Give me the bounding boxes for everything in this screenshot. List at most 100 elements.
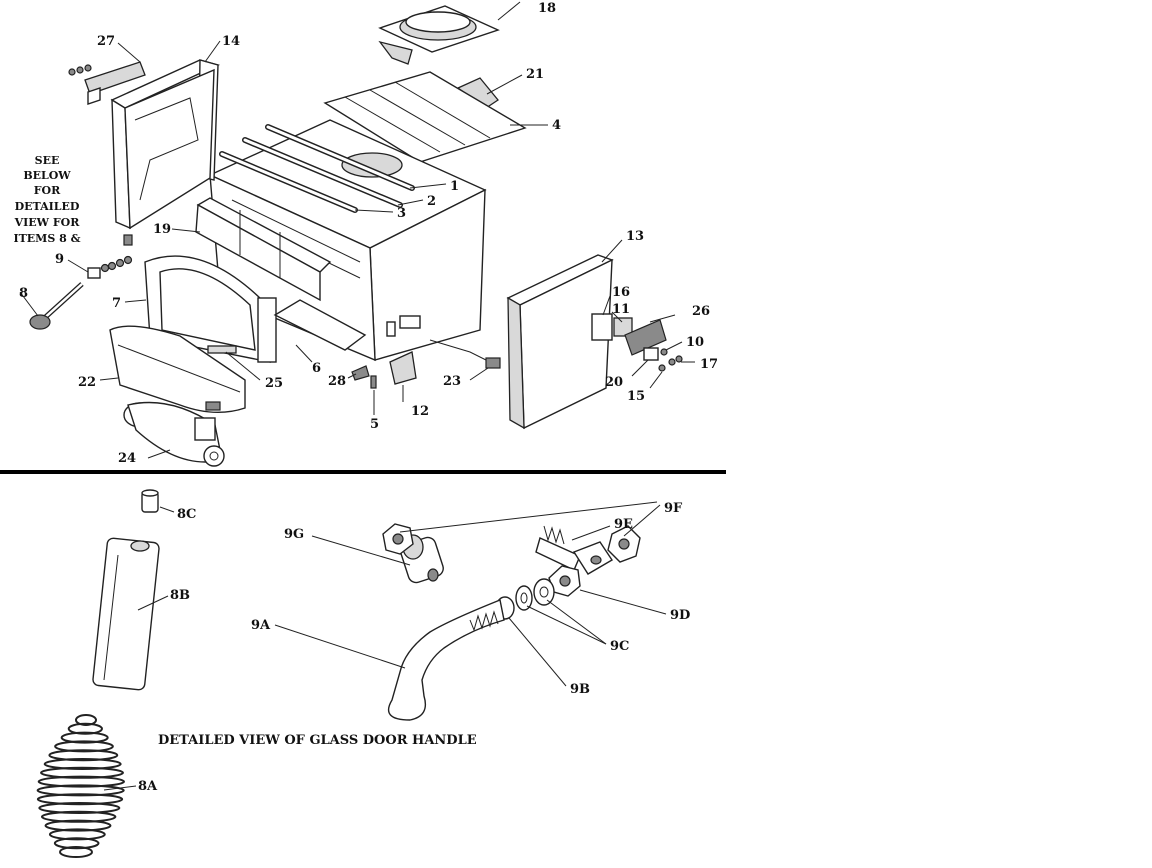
note-line-5: VIEW FOR: [14, 216, 81, 229]
part-6-rod: [273, 299, 367, 351]
spring-coil: [48, 749, 119, 762]
part-5-pin: [370, 375, 377, 389]
label-23: 23: [443, 374, 461, 389]
part-14-side-panel: [110, 59, 221, 230]
part-9e-spring-pin: [535, 525, 581, 571]
part-9f-nut-right: [607, 525, 641, 563]
label-4: 4: [552, 118, 561, 133]
label-2: 2: [427, 194, 436, 209]
part-9g-spacer: [400, 534, 444, 584]
label-8: 8: [19, 286, 28, 301]
label-27: 27: [97, 34, 115, 49]
part-9-small-parts: [87, 234, 133, 279]
label-5: 5: [370, 417, 379, 432]
label-9b: 9B: [570, 682, 590, 697]
part-23-cable: [429, 339, 501, 369]
label-9f: 9F: [664, 501, 683, 516]
part-9c-washer-2: [533, 578, 555, 606]
note-line-6: ITEMS 8 &: [13, 232, 80, 245]
part-13-panel: [506, 254, 614, 430]
label-7: 7: [112, 296, 121, 311]
part-11-switch: [613, 317, 633, 337]
label-6: 6: [312, 361, 321, 376]
spring-coil: [40, 766, 124, 779]
part-17-screw: [668, 355, 683, 366]
part-24-blower: [123, 401, 225, 467]
lower-leader-lines: [103, 501, 667, 791]
note-line-1: SEE: [35, 154, 60, 167]
part-9e-block: [572, 541, 613, 575]
label-9e: 9E: [614, 517, 633, 532]
part-9d-nut: [548, 565, 581, 597]
part-8-handle: [29, 282, 84, 330]
label-12: 12: [411, 404, 429, 419]
spring-coil: [75, 714, 97, 726]
label-16: 16: [612, 285, 630, 300]
note-line-3: FOR: [34, 184, 61, 197]
part-26-control: [624, 319, 667, 356]
part-27-bracket: [68, 61, 146, 105]
spring-coil: [54, 740, 114, 753]
detail-reference-note: SEE BELOW FOR DETAILED VIEW FOR ITEMS 8 …: [13, 154, 80, 245]
label-18: 18: [538, 1, 556, 16]
label-22: 22: [78, 375, 96, 390]
part-12-bracket: [389, 351, 417, 385]
label-8c: 8C: [177, 507, 196, 522]
part-15-screw: [658, 364, 666, 372]
label-13: 13: [626, 229, 644, 244]
label-9g: 9G: [284, 527, 304, 542]
note-line-2: BELOW: [23, 169, 71, 182]
part-4-top-plate: [323, 71, 527, 163]
spring-coil: [44, 819, 112, 832]
spring-coil: [40, 810, 117, 823]
part-25-latch: [207, 345, 237, 354]
part-20-knob: [643, 347, 659, 361]
label-11: 11: [612, 302, 630, 317]
spring-coil: [60, 731, 109, 744]
label-8b: 8B: [170, 588, 190, 603]
label-1: 1: [450, 179, 459, 194]
section-divider: [0, 470, 726, 474]
part-28-screw: [351, 365, 370, 381]
spring-coil: [48, 828, 106, 841]
label-3: 3: [397, 206, 406, 221]
spring-coil: [38, 802, 121, 814]
part-9a-handle: [387, 599, 505, 721]
label-15: 15: [627, 389, 645, 404]
spring-coil: [36, 784, 125, 797]
label-8a: 8A: [138, 779, 158, 794]
label-19: 19: [153, 222, 171, 237]
part-16-plate: [591, 313, 613, 341]
label-10: 10: [686, 335, 704, 350]
part-8a-spring: [36, 714, 125, 858]
label-9d: 9D: [670, 608, 690, 623]
part-9c-washer-1: [515, 585, 533, 611]
spring-coil: [67, 722, 103, 735]
spring-coil: [53, 837, 100, 850]
part-19-baffle: [195, 197, 332, 302]
spring-coil: [59, 846, 93, 858]
part-22-ash-lip: [109, 325, 246, 414]
label-9a: 9A: [251, 618, 271, 633]
label-28: 28: [328, 374, 346, 389]
label-17: 17: [700, 357, 718, 372]
part-10-screw: [660, 348, 668, 356]
label-9: 9: [55, 252, 64, 267]
detail-caption: DETAILED VIEW OF GLASS DOOR HANDLE: [158, 733, 477, 748]
part-8b-tube: [92, 537, 160, 691]
label-14: 14: [222, 34, 240, 49]
label-24: 24: [118, 451, 136, 466]
label-20: 20: [605, 375, 623, 390]
label-21: 21: [526, 67, 544, 82]
part-8c-cap: [141, 489, 159, 513]
parts-1-2-3-tubes: [219, 124, 415, 213]
spring-coil: [43, 758, 122, 770]
spring-coil: [36, 793, 124, 806]
note-line-4: DETAILED: [15, 200, 80, 213]
spring-coil: [37, 775, 125, 788]
part-18-flue-collar: [378, 5, 500, 65]
label-25: 25: [265, 376, 283, 391]
label-26: 26: [692, 304, 710, 319]
label-9c: 9C: [610, 639, 629, 654]
